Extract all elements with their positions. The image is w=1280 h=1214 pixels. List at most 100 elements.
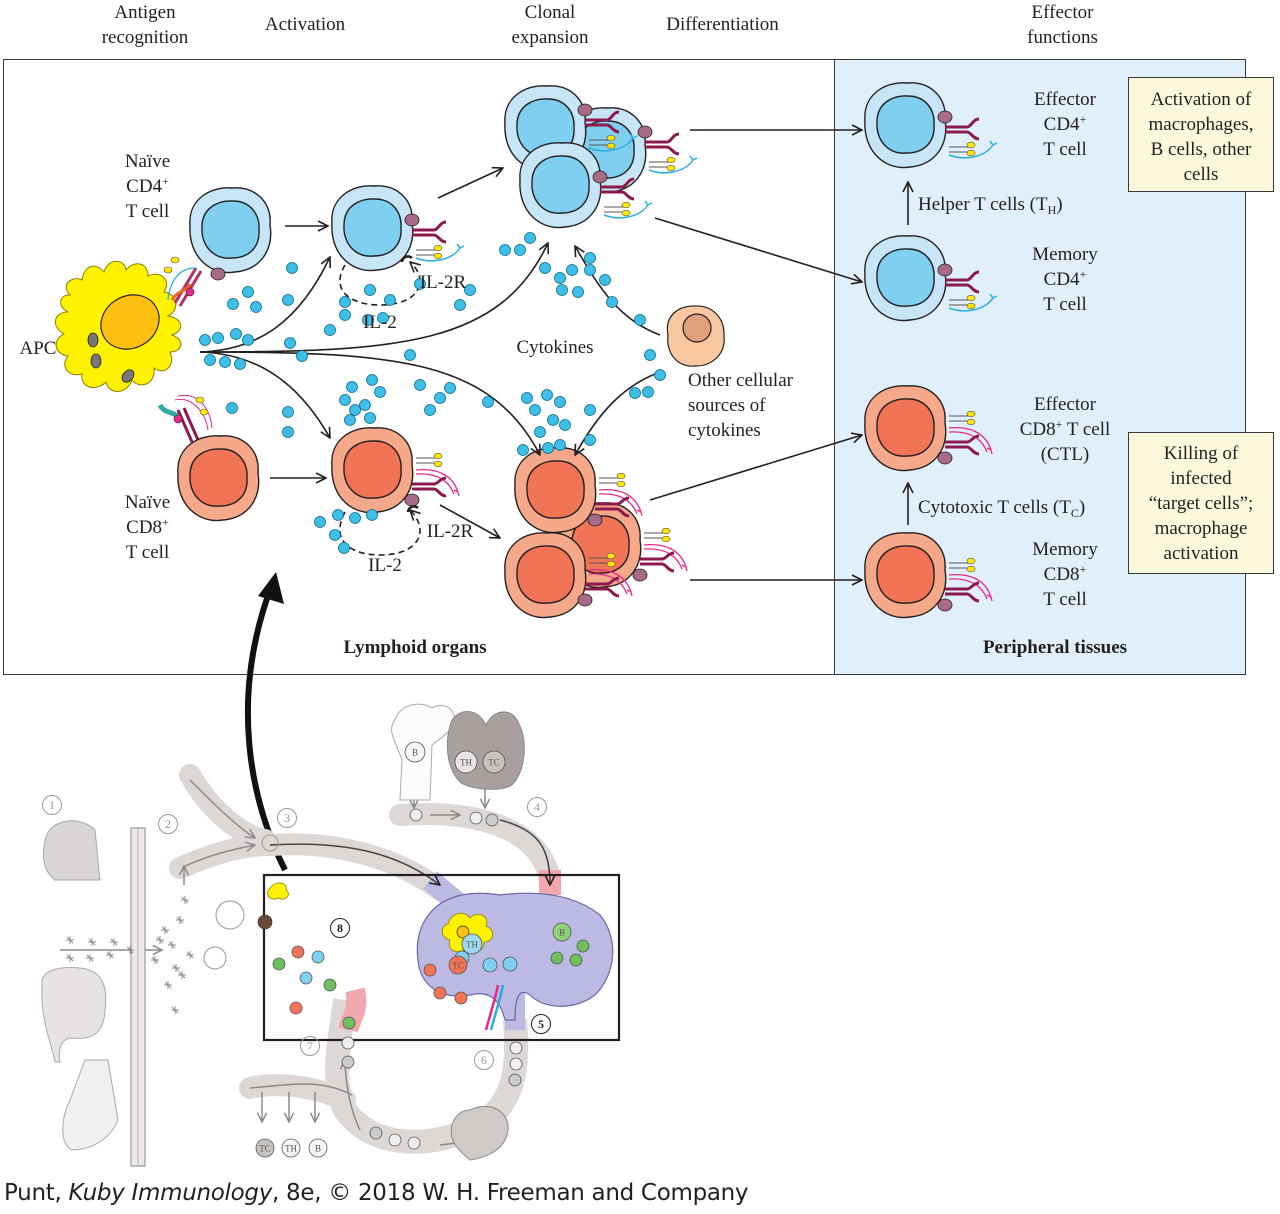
cytokine-dot (547, 414, 559, 426)
antigen-particle (156, 936, 164, 944)
antigen-particle (88, 938, 96, 946)
credit-rest: , 8e, © 2018 W. H. Freeman and Company (272, 1180, 749, 1206)
mini-lymphocyte (407, 1136, 421, 1150)
mini-lymphocyte (448, 955, 468, 975)
cytokine-dot (346, 381, 358, 393)
naive-cd8-label: Naïve CD8+ T cell (120, 490, 175, 565)
cytokine-dot (332, 509, 344, 521)
mini-lymphocyte (550, 951, 564, 965)
cytokine-dot (212, 332, 224, 344)
naive-cd8-cell (177, 435, 260, 522)
mini-lymphocyte (485, 813, 499, 827)
cytokine-dot (324, 324, 336, 336)
label-line: CD8+ T cell (1010, 417, 1120, 442)
copyright-credit: Punt, Kuby Immunology, 8e, © 2018 W. H. … (4, 1180, 749, 1206)
cytokine-dot (424, 404, 436, 416)
mini-lymphocyte (409, 808, 423, 822)
cytokine-dot (539, 262, 551, 274)
mini-cell-tag: TH (460, 758, 472, 768)
cytokine-dot (250, 301, 262, 313)
arrow-to-memory-cd4 (654, 217, 862, 282)
cytokine-dot (286, 262, 298, 274)
label-line: Lymphoid organs (343, 637, 487, 658)
cytokine-dot (296, 350, 308, 362)
outcome-line: cells (1183, 164, 1219, 185)
mini-lymphocyte (509, 1057, 523, 1071)
il2-cd4-label: IL-2 (355, 310, 405, 335)
naive-cd4-label: Naïve CD4+ T cell (120, 149, 175, 224)
mini-lymphocyte (509, 1041, 523, 1055)
cytokine-dot (556, 284, 568, 296)
cytokine-dot (364, 284, 376, 296)
header-line: functions (1027, 27, 1098, 48)
cytokine-dot (642, 386, 654, 398)
mini-cell-tag: B (315, 1144, 321, 1154)
step-6-marker: 6 (474, 1050, 494, 1070)
memory-cd8-cell (864, 532, 994, 619)
cytokine-dot (366, 374, 378, 386)
cytokine-dot (654, 369, 666, 381)
label-line: IL-2 (368, 555, 402, 576)
label-line: IL-2R (419, 272, 467, 293)
cytokine-dot (339, 394, 351, 406)
label-line: Memory (1032, 539, 1098, 560)
label-line: Naïve (124, 492, 171, 513)
activated-cd8-cell (331, 427, 461, 514)
label-line: (CTL) (1040, 444, 1090, 465)
activated-cd4-cell (331, 185, 466, 272)
label-line: CD8+ (1020, 562, 1110, 587)
outcome-line: activation (1163, 543, 1239, 564)
cytokine-dot (359, 399, 371, 411)
cytokine-dot (338, 542, 350, 554)
antigen-particle (164, 981, 172, 989)
label-line: Memory (1032, 244, 1098, 265)
cytokine-dot (584, 404, 596, 416)
cytokine-dot (534, 426, 546, 438)
header-line: Antigen (114, 2, 176, 23)
cytokine-dot (644, 349, 656, 361)
label-text: CD8 (126, 517, 163, 538)
cytokine-dot (524, 232, 536, 244)
label-line: Effector (1034, 394, 1096, 415)
cytokine-dot (384, 294, 396, 306)
header-clonal-expansion: Clonal expansion (480, 0, 620, 50)
effector-cd8-label: Effector CD8+ T cell (CTL) (1010, 392, 1120, 467)
cytokine-dot (404, 349, 416, 361)
antigen-particle (126, 946, 134, 954)
cytokine-dot (541, 389, 553, 401)
mini-lymphocyte (423, 963, 437, 977)
mini-cell-tag: TC (488, 758, 500, 768)
header-line: recognition (101, 27, 189, 48)
mini-lymphocyte (272, 957, 286, 971)
apc-label: APC (16, 336, 60, 361)
antigen-particle (110, 938, 118, 946)
mini-lymphocyte (341, 1036, 355, 1050)
antigen-particle (168, 941, 176, 949)
cytokine-dot (572, 286, 584, 298)
mini-lymphocyte (552, 922, 572, 942)
cytokine-dot (366, 509, 378, 521)
label-line: T cell (1043, 139, 1087, 160)
cytokine-dot (349, 404, 361, 416)
cytokines-label: Cytokines (500, 335, 610, 360)
antigen-particle (161, 926, 169, 934)
cytokine-dot (629, 387, 641, 399)
naive-cd4-cell (189, 187, 272, 281)
label-line: Other cellular (688, 370, 793, 391)
label-line: Naïve (124, 151, 171, 172)
other-sources-label: Other cellular sources of cytokines (688, 368, 818, 443)
mini-lymphocyte (308, 1138, 328, 1158)
arrow-cytokine-to-clonal-cd4 (199, 243, 548, 353)
label-line: T cell (125, 201, 170, 222)
label-line: CD4+ (120, 174, 175, 199)
arrow-cytokine-to-clonal-cd8 (199, 351, 540, 455)
label-line: cytokines (688, 420, 761, 441)
cytokine-dot (204, 354, 216, 366)
label-text: CD4 (126, 176, 163, 197)
mini-lymphocyte (454, 750, 478, 774)
step-3-marker: 3 (277, 808, 297, 828)
antigen-particle (172, 964, 180, 972)
label-sup: + (1079, 112, 1087, 126)
cd8-outcome-box: Killing of infected “target cells”; macr… (1128, 432, 1274, 574)
